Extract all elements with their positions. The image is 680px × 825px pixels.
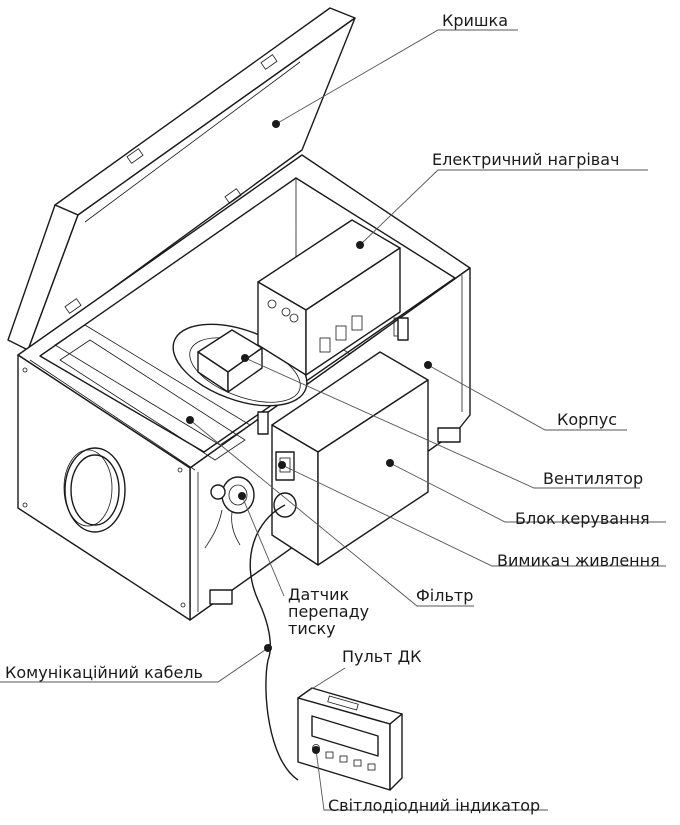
control-unit-drawing — [257, 317, 429, 566]
power-switch-dot — [278, 461, 286, 469]
pressure-sensor-label: Датчик перепаду тиску — [288, 585, 370, 638]
control-unit-label: Блок керування — [515, 509, 650, 528]
heater-drawing — [257, 219, 403, 376]
callout-dots — [186, 120, 432, 754]
lid-drawing — [7, 7, 356, 351]
comm-cable-drawing — [249, 504, 299, 781]
lid-dot — [272, 120, 280, 128]
filter-label: Фільтр — [416, 586, 474, 605]
remote-label: Пульт ДК — [342, 647, 422, 666]
pressure-sensor-drawing — [204, 476, 255, 549]
comm-cable-label: Комунікаційний кабель — [5, 663, 203, 682]
leader-lines — [0, 29, 666, 811]
fan-label: Вентилятор — [543, 469, 644, 488]
led-dot — [312, 746, 320, 754]
filter-drawing — [54, 324, 251, 461]
led-label: Світлодіодний індикатор — [328, 796, 541, 815]
housing-label: Корпус — [557, 410, 618, 429]
housing-dot — [424, 361, 432, 369]
fan-dot — [241, 354, 249, 362]
filter-dot — [186, 416, 194, 424]
remote-drawing — [297, 687, 403, 791]
pressure-sensor-dot — [238, 492, 246, 500]
lid-label: Кришка — [442, 11, 509, 30]
control-unit-dot — [386, 459, 394, 467]
power-switch-label: Вимикач живлення — [497, 551, 660, 570]
comm-cable-dot — [264, 644, 272, 652]
heater-label: Електричний нагрівач — [432, 150, 620, 169]
heater-dot — [356, 241, 364, 249]
